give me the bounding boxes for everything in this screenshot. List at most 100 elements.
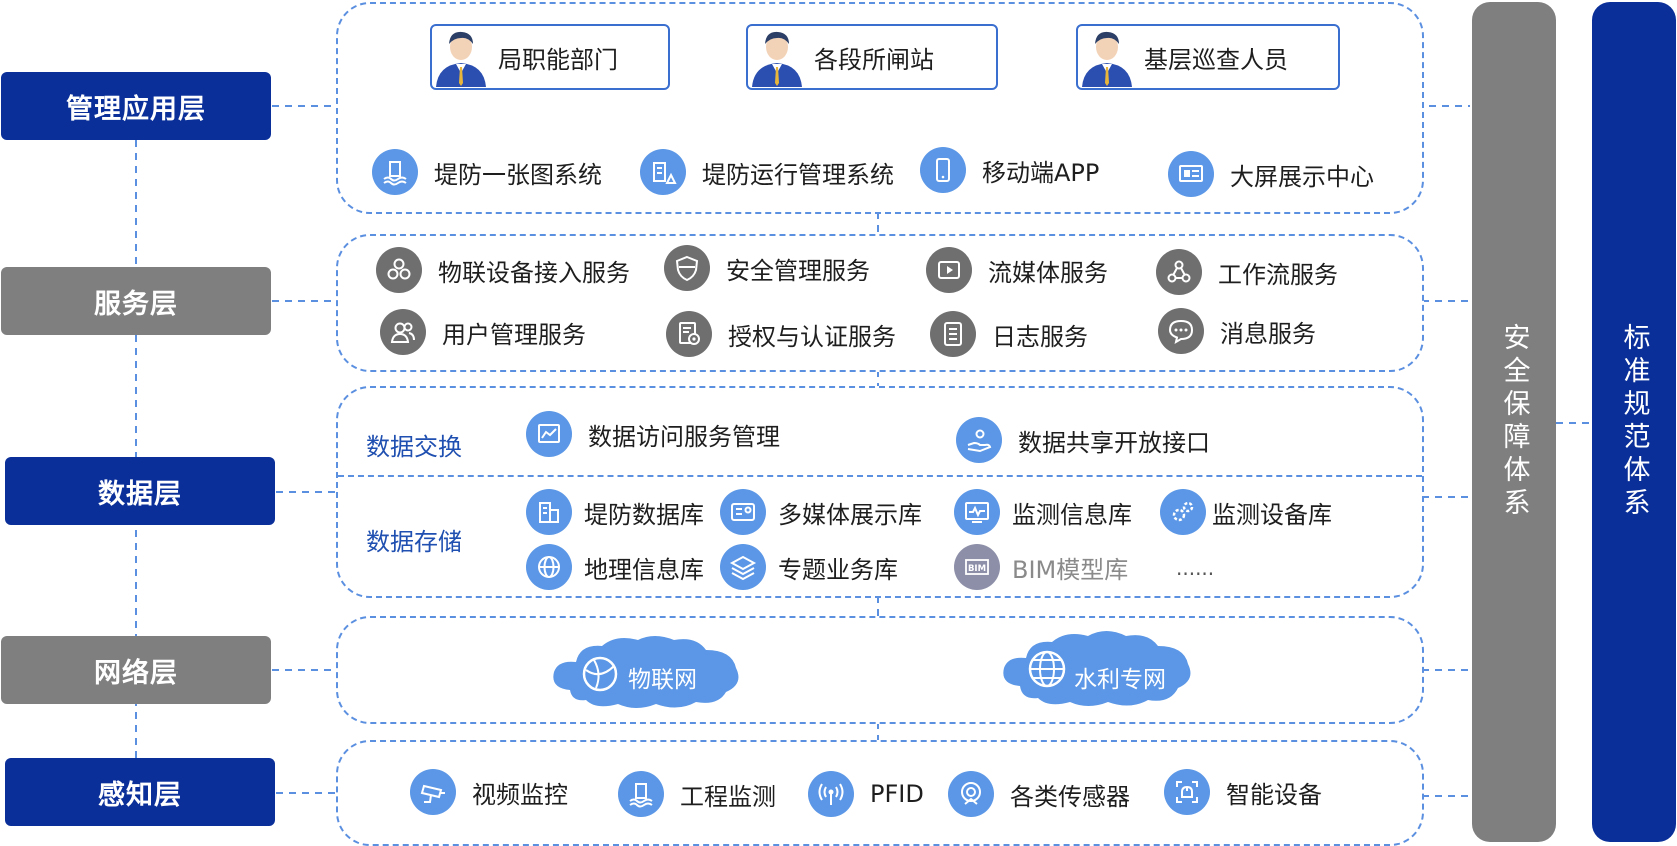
monitor-wave-icon bbox=[954, 489, 1000, 535]
role-label: 局职能部门 bbox=[498, 45, 618, 74]
gears-icon bbox=[1160, 489, 1206, 535]
buildings-icon bbox=[526, 489, 572, 535]
perception-item-engineering: 工程监测 bbox=[618, 771, 776, 817]
perception-label: PFID bbox=[870, 780, 924, 808]
svg-text:BIM: BIM bbox=[968, 564, 986, 574]
perception-item-pfid: PFID bbox=[808, 771, 924, 817]
network-label: 水利专网 bbox=[1074, 667, 1166, 693]
service-item-streaming: 流媒体服务 bbox=[926, 247, 1108, 293]
data-storage-item-bim-db: BIM BIM模型库 bbox=[954, 544, 1128, 590]
layer-label-perception: 感知层 bbox=[5, 758, 275, 826]
layer-label-network: 网络层 bbox=[1, 636, 271, 704]
system-label: 大屏展示中心 bbox=[1230, 162, 1374, 191]
hand-share-icon bbox=[956, 417, 1002, 463]
system-item-levee-map: 堤防一张图系统 bbox=[372, 149, 602, 195]
service-item-log: 日志服务 bbox=[930, 311, 1088, 357]
service-item-iot-access: 物联设备接入服务 bbox=[376, 247, 630, 293]
data-panel bbox=[336, 386, 1424, 598]
cctv-camera-icon bbox=[410, 769, 456, 815]
workflow-icon bbox=[1156, 249, 1202, 295]
data-divider bbox=[338, 475, 1422, 477]
ellipsis-label: ...... bbox=[1176, 556, 1215, 580]
perception-label: 工程监测 bbox=[680, 782, 776, 811]
system-label: 堤防运行管理系统 bbox=[702, 160, 894, 189]
hexagon-cluster-icon bbox=[376, 247, 422, 293]
data-storage-item-topic-db: 专题业务库 bbox=[720, 544, 898, 590]
data-storage-title: 数据存储 bbox=[366, 528, 462, 556]
smart-device-icon bbox=[1164, 769, 1210, 815]
person-icon bbox=[436, 31, 486, 87]
data-storage-item-monitor-db: 监测信息库 bbox=[954, 489, 1132, 535]
network-globe-icon bbox=[582, 656, 618, 692]
sensor-icon bbox=[948, 771, 994, 817]
security-system-bar: 安全保障体系 bbox=[1472, 2, 1556, 842]
perception-item-smart-devices: 智能设备 bbox=[1164, 769, 1322, 815]
network-panel bbox=[336, 616, 1424, 724]
chat-bubble-icon bbox=[1158, 308, 1204, 354]
certificate-icon bbox=[666, 311, 712, 357]
media-card-icon bbox=[720, 489, 766, 535]
perception-item-sensors: 各类传感器 bbox=[948, 771, 1130, 817]
bim-icon: BIM bbox=[954, 544, 1000, 590]
data-storage-label: 地理信息库 bbox=[584, 555, 704, 584]
standards-system-label: 标准规范体系 bbox=[1618, 323, 1650, 521]
standards-system-bar: 标准规范体系 bbox=[1592, 2, 1676, 842]
perception-panel bbox=[336, 740, 1424, 846]
role-box-stations: 各段所闸站 bbox=[746, 24, 998, 90]
data-storage-item-media-db: 多媒体展示库 bbox=[720, 489, 922, 535]
service-item-security: 安全管理服务 bbox=[664, 245, 870, 291]
perception-label: 各类传感器 bbox=[1010, 782, 1130, 811]
data-storage-item-device-db: 监测设备库 bbox=[1160, 489, 1332, 535]
service-label: 流媒体服务 bbox=[988, 258, 1108, 287]
service-label: 用户管理服务 bbox=[442, 320, 586, 349]
data-storage-item-geo-db: 地理信息库 bbox=[526, 544, 704, 590]
network-cloud-water: 水利专网 bbox=[996, 626, 1200, 710]
data-storage-label: 监测设备库 bbox=[1212, 500, 1332, 529]
role-label: 各段所闸站 bbox=[814, 45, 934, 74]
service-item-workflow: 工作流服务 bbox=[1156, 249, 1338, 295]
data-storage-label: BIM模型库 bbox=[1012, 555, 1129, 584]
service-label: 物联设备接入服务 bbox=[438, 258, 630, 287]
video-play-icon bbox=[926, 247, 972, 293]
person-icon bbox=[1082, 31, 1132, 87]
globe-icon bbox=[526, 544, 572, 590]
data-storage-item-levee-db: 堤防数据库 bbox=[526, 489, 704, 535]
person-icon bbox=[752, 31, 802, 87]
chart-window-icon bbox=[526, 411, 572, 457]
service-label: 消息服务 bbox=[1220, 319, 1316, 348]
data-exchange-label: 数据访问服务管理 bbox=[588, 422, 780, 451]
data-exchange-title: 数据交换 bbox=[366, 433, 462, 461]
network-cloud-iot: 物联网 bbox=[546, 632, 746, 712]
system-item-levee-ops: 堤防运行管理系统 bbox=[640, 149, 894, 195]
service-label: 日志服务 bbox=[992, 322, 1088, 351]
service-item-auth: 授权与认证服务 bbox=[666, 311, 896, 357]
service-label: 授权与认证服务 bbox=[728, 322, 896, 351]
antenna-signal-icon bbox=[808, 771, 854, 817]
role-label: 基层巡查人员 bbox=[1144, 45, 1288, 74]
layers-icon bbox=[720, 544, 766, 590]
data-storage-label: 堤防数据库 bbox=[584, 500, 704, 529]
data-storage-item-more: ...... bbox=[1176, 556, 1214, 580]
building-alert-icon bbox=[640, 149, 686, 195]
role-box-bureau: 局职能部门 bbox=[430, 24, 670, 90]
data-exchange-item-access: 数据访问服务管理 bbox=[526, 411, 780, 457]
perception-item-video: 视频监控 bbox=[410, 769, 568, 815]
system-item-mobile-app: 移动端APP bbox=[920, 147, 1099, 193]
service-panel bbox=[336, 234, 1424, 372]
security-system-label: 安全保障体系 bbox=[1498, 323, 1530, 521]
monitor-icon bbox=[1168, 151, 1214, 197]
dam-water-icon bbox=[618, 771, 664, 817]
data-exchange-item-sharing: 数据共享开放接口 bbox=[956, 417, 1210, 463]
network-label: 物联网 bbox=[628, 667, 697, 693]
layer-label-management: 管理应用层 bbox=[1, 72, 271, 140]
levee-map-icon bbox=[372, 149, 418, 195]
perception-label: 视频监控 bbox=[472, 780, 568, 809]
shield-icon bbox=[664, 245, 710, 291]
users-icon bbox=[380, 309, 426, 355]
cloud-shape bbox=[1003, 631, 1191, 706]
layer-label-data: 数据层 bbox=[5, 457, 275, 525]
system-label: 堤防一张图系统 bbox=[434, 160, 602, 189]
data-storage-label: 监测信息库 bbox=[1012, 500, 1132, 529]
service-label: 安全管理服务 bbox=[726, 256, 870, 285]
data-storage-label: 专题业务库 bbox=[778, 555, 898, 584]
